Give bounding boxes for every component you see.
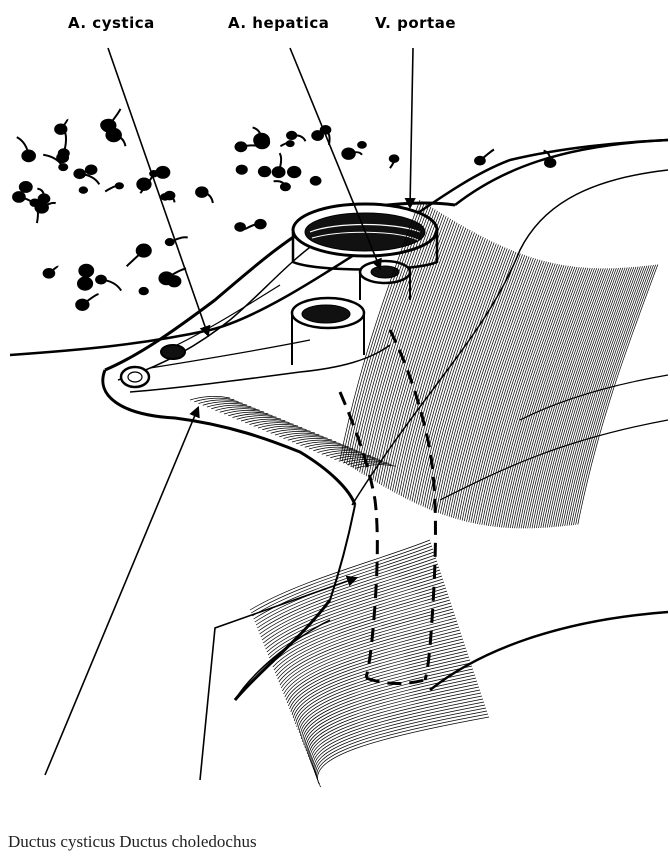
caption-ductus-choledochus: Ductus choledochus xyxy=(119,832,256,851)
liver-cell xyxy=(105,183,123,192)
liver-cell xyxy=(76,294,99,311)
liver-cell xyxy=(77,277,92,290)
caption-ductus-cysticus: Ductus cysticus xyxy=(8,832,115,851)
liver-cell xyxy=(164,191,175,200)
arrow-v-portae xyxy=(410,48,413,207)
liver-cell xyxy=(96,275,122,290)
liver-cell xyxy=(19,181,32,192)
liver-cell xyxy=(310,176,321,185)
liver-cell xyxy=(30,199,39,223)
label-a-hepatica: A. hepatica xyxy=(228,14,329,32)
liver-cell xyxy=(159,268,186,284)
liver-cell xyxy=(280,141,294,147)
liver-cell xyxy=(475,150,494,166)
liver-cell xyxy=(287,131,306,141)
liver-cell xyxy=(101,109,120,132)
liver-cell xyxy=(79,187,87,193)
liver-cell xyxy=(43,267,58,279)
arrow-ductus-cysticus xyxy=(45,408,198,775)
liver-cell xyxy=(139,287,148,294)
label-v-portae: V. portae xyxy=(375,14,456,32)
liver-cell xyxy=(127,244,152,266)
liver-cell xyxy=(258,166,270,176)
liver-cell xyxy=(235,223,246,232)
liver-cell xyxy=(79,264,94,277)
liver-cell xyxy=(274,181,291,191)
label-a-cystica: A. cystica xyxy=(68,14,155,32)
liver-cell xyxy=(196,187,213,203)
liver-cell xyxy=(17,137,36,162)
arrow-a-cystica xyxy=(108,48,208,335)
liver-cell xyxy=(312,131,324,141)
liver-cell xyxy=(272,153,285,178)
liver-cell xyxy=(236,165,247,174)
liver-cell xyxy=(389,155,399,168)
liver-cell xyxy=(85,165,97,175)
liver-cell xyxy=(288,166,301,177)
liver-cell xyxy=(342,148,362,159)
liver-cell xyxy=(255,136,270,149)
liver-cell xyxy=(245,219,266,229)
liver-cell xyxy=(358,142,367,149)
